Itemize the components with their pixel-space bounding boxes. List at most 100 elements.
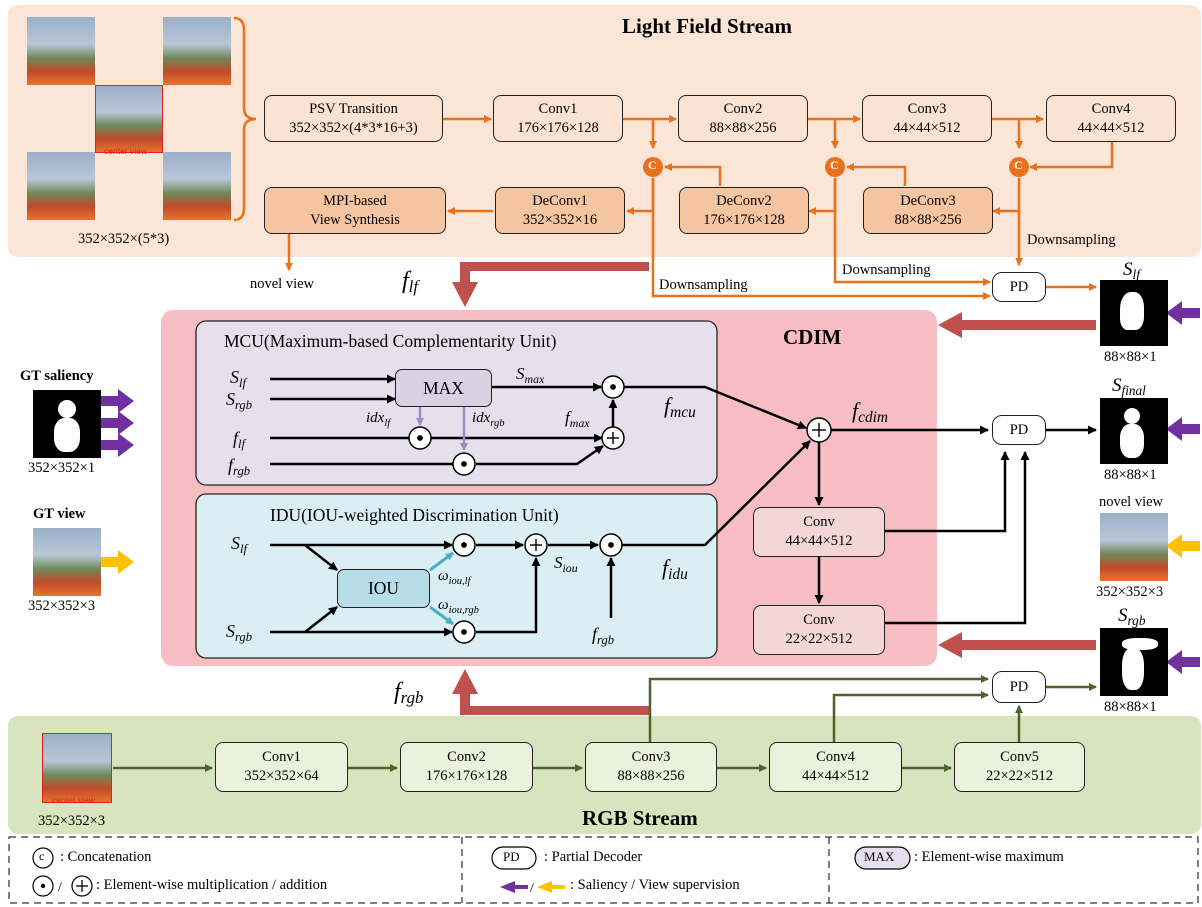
idu-panel — [195, 493, 718, 659]
gt-purple-arrow-1 — [100, 389, 134, 413]
lf-view-top-left — [27, 17, 95, 85]
f-lf-label: flf — [402, 268, 418, 296]
legend-concat-text: : Concatenation — [60, 849, 152, 865]
lf-input-bracket — [233, 16, 257, 222]
downsampling-label-2: Downsampling — [842, 262, 931, 278]
concat-node-2 — [825, 157, 845, 177]
gt-view-image — [33, 528, 101, 596]
legend-max-text: : Element-wise maximum — [914, 849, 1064, 865]
f-cdim-label: fcdim — [852, 398, 889, 426]
legend-concat-glyph: c — [39, 849, 45, 863]
mcu-s-rgb: Srgb — [226, 389, 253, 412]
downsampling-label-1: Downsampling — [659, 277, 748, 293]
novel-view-label: novel view — [250, 276, 315, 292]
arrow-deconv2-c1 — [664, 163, 722, 186]
novel-view-output-title: novel view — [1099, 494, 1164, 510]
mcu-mul-out — [624, 385, 807, 430]
mcu-s-max: Smax — [516, 364, 545, 386]
idu-s-rgb: Srgb — [226, 621, 253, 644]
purple-arrow-sfinal — [1166, 417, 1200, 441]
idu-w-iou-lf: ωiou,lf — [438, 568, 471, 587]
pd-final-box: PD — [992, 415, 1046, 445]
idu-mul-out — [622, 440, 811, 547]
idu-title: IDU(IOU-weighted Discrimination Unit) — [270, 505, 559, 525]
idu-iou-wlf — [429, 551, 454, 572]
legend-border — [8, 836, 1199, 904]
idu-s-iou: Siou — [554, 553, 578, 575]
mcu-f-rgb: frgb — [228, 455, 251, 478]
svg-text:/: / — [58, 880, 62, 895]
legend-yellow-arrow — [537, 881, 565, 893]
mcu-f-lf: flf — [233, 428, 246, 451]
idu-mul2-add — [476, 557, 541, 634]
rgb-input-caption: 352×352×3 — [38, 813, 106, 829]
arrow-c2-pd — [833, 178, 991, 286]
arrow-rgb-conv3-pd — [648, 675, 989, 742]
lf-center-view-caption: center view — [104, 146, 147, 156]
f-lf-arrow — [452, 262, 649, 307]
f-rgb-arrow — [452, 669, 649, 715]
s-lf-map — [1100, 280, 1168, 346]
concat-label-1: C — [648, 158, 657, 172]
legend-max-glyph: MAX — [864, 849, 895, 864]
idu-iou-wrgb — [429, 605, 454, 626]
s-final-title: Sfinal — [1112, 375, 1146, 398]
legend-pd-glyph: PD — [503, 849, 520, 864]
novel-view-output-caption: 352×352×3 — [1096, 584, 1164, 600]
cdim-title: CDIM — [783, 325, 842, 349]
mcu-s-lf: Slf — [230, 367, 246, 390]
pd-rgb-box: PD — [992, 671, 1046, 703]
gt-view-caption: 352×352×3 — [28, 598, 96, 614]
s-lf-title: Slf — [1123, 259, 1140, 282]
lf-input-caption: 352×352×(5*3) — [78, 231, 170, 247]
idu-srgb-iou — [304, 606, 338, 633]
legend-pd-symbol — [491, 846, 537, 870]
concat-nodes — [643, 157, 1029, 177]
mcu-idx-rgb: idxrgb — [472, 410, 505, 429]
rgb-stream-title: RGB Stream — [582, 806, 698, 830]
idu-s-lf: Slf — [231, 533, 247, 556]
concat-node-1 — [643, 157, 663, 177]
pd-lf-box: PD — [992, 272, 1046, 302]
s-rgb-map — [1100, 628, 1168, 696]
legend-ops-text: : Element-wise multiplication / addition — [96, 877, 328, 893]
lf-view-bottom-left — [27, 152, 95, 220]
iou-box: IOU — [337, 569, 430, 608]
idu-slf-iou — [304, 544, 338, 571]
lf-view-top-right — [163, 17, 231, 85]
arrow-deconv3-c2 — [846, 163, 907, 186]
s-rgb-caption: 88×88×1 — [1104, 699, 1157, 715]
max-box: MAX — [395, 369, 492, 407]
lf-center-view — [95, 85, 163, 153]
purple-arrow-slf — [1166, 301, 1200, 325]
svg-text:/: / — [530, 881, 534, 896]
purple-arrow-srgb — [1166, 650, 1200, 674]
f-rgb-label: frgb — [394, 679, 424, 707]
idu-f-rgb: frgb — [592, 624, 615, 647]
s-rgb-arrow — [938, 632, 1096, 658]
s-rgb-title: Srgb — [1118, 605, 1146, 628]
gt-saliency-caption: 352×352×1 — [28, 460, 96, 476]
gt-yellow-arrow — [100, 550, 134, 574]
mcu-f-max: fmax — [565, 408, 590, 430]
gt-saliency-title: GT saliency — [20, 368, 94, 384]
idu-f-idu: fidu — [662, 555, 688, 583]
rgb-center-view — [42, 733, 112, 803]
gt-purple-arrow-3 — [100, 433, 134, 457]
yellow-arrow-novel — [1166, 534, 1200, 558]
cdim-conva-pd — [885, 451, 1010, 533]
lf-view-bottom-right — [163, 152, 231, 220]
rgb-center-view-caption: center view — [52, 795, 95, 805]
legend-pd-text: : Partial Decoder — [544, 849, 643, 865]
concat-label-3: C — [1014, 158, 1023, 172]
arrow-rgb-conv4-pd — [832, 691, 989, 742]
legend-purple-arrow — [500, 881, 528, 893]
